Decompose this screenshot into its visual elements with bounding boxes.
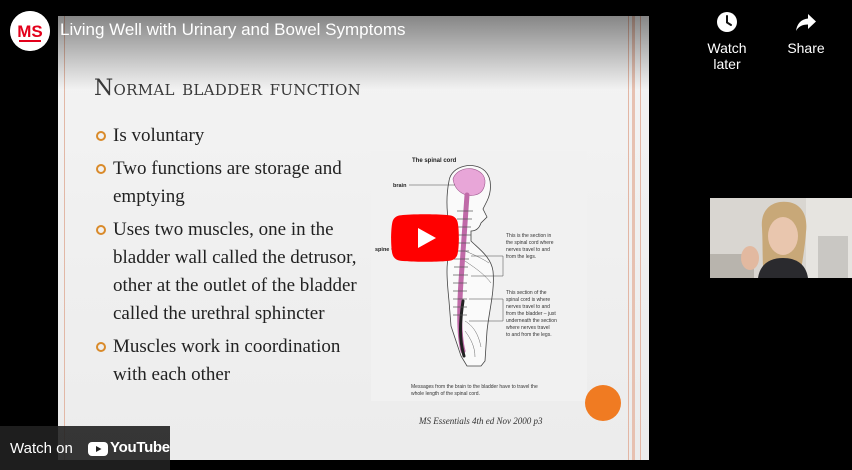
diagram-note-2: from the bladder – just: [506, 311, 556, 317]
slide-decoration-circle: [585, 385, 621, 421]
channel-avatar[interactable]: MS: [10, 11, 50, 51]
diagram-footer: whole length of the spinal cord.: [411, 391, 480, 397]
bullet-icon: [96, 342, 106, 352]
watch-later-label: Watch later: [707, 40, 747, 72]
diagram-note-2: underneath the section: [506, 318, 557, 324]
bullet-text: Two functions are storage and emptying: [113, 158, 342, 207]
bullet-icon: [96, 131, 106, 141]
presenter-webcam: [710, 198, 852, 278]
clock-icon: [717, 12, 737, 32]
label-brain: brain: [393, 183, 407, 189]
diagram-note-1: the spinal cord where: [506, 240, 554, 246]
diagram-footer: Messages from the brain to the bladder h…: [411, 384, 538, 390]
bullet-item: Two functions are storage and emptying: [96, 155, 372, 211]
player-top-bar: MS Living Well with Urinary and Bowel Sy…: [0, 0, 852, 90]
spinal-cord-lower: [459, 299, 466, 358]
youtube-play-icon: [88, 442, 108, 456]
diagram-note-2: spinal cord is where: [506, 297, 550, 303]
diagram-note-2: This section of the: [506, 290, 547, 296]
diagram-note-1: This is the section in: [506, 233, 552, 239]
brain-shape: [452, 168, 486, 196]
spinal-cord-diagram: The spinal cord brain spine: [371, 151, 587, 401]
slide-border-right: [628, 16, 629, 460]
slide-citation: MS Essentials 4th ed Nov 2000 p3: [419, 416, 543, 426]
diagram-heading: The spinal cord: [412, 158, 457, 164]
diagram-note-1: nerves travel to and: [506, 247, 550, 253]
bullet-icon: [96, 164, 106, 174]
diagram-note-1: from the legs.: [506, 254, 536, 260]
svg-text:MS: MS: [17, 22, 43, 41]
watch-on-label: Watch on: [10, 440, 73, 457]
bullet-text: Is voluntary: [113, 125, 205, 146]
share-label: Share: [787, 40, 825, 56]
bullet-item: Muscles work in coordination with each o…: [96, 333, 372, 389]
label-spine: spine: [375, 247, 389, 253]
watch-later-button[interactable]: Watch later: [692, 10, 762, 72]
bullet-icon: [96, 225, 106, 235]
bullet-text: Uses two muscles, one in the bladder wal…: [113, 219, 357, 324]
slide-border-left: [64, 16, 65, 460]
ms-society-logo-icon: MS: [10, 11, 50, 51]
bullet-list: Is voluntary Two functions are storage a…: [96, 122, 372, 394]
bullet-text: Muscles work in coordination with each o…: [113, 336, 341, 385]
diagram-note-2: to and from the legs.: [506, 332, 552, 338]
youtube-logo: YouTube: [88, 439, 170, 459]
play-button-icon[interactable]: [391, 214, 459, 262]
share-button[interactable]: Share: [771, 10, 841, 56]
video-title[interactable]: Living Well with Urinary and Bowel Sympt…: [60, 20, 406, 39]
share-arrow-icon: [796, 14, 816, 31]
watch-on-youtube-button[interactable]: Watch on YouTube: [0, 426, 170, 470]
slide-border-right: [632, 16, 635, 460]
bullet-item: Is voluntary: [96, 122, 372, 150]
slide-border-right: [640, 16, 641, 460]
bullet-item: Uses two muscles, one in the bladder wal…: [96, 216, 372, 328]
presentation-slide: Normal bladder function Is voluntary Two…: [58, 16, 649, 460]
diagram-note-2: where nerves travel: [506, 325, 550, 331]
diagram-note-2: nerves travel to and: [506, 304, 550, 310]
youtube-wordmark: YouTube: [110, 439, 170, 456]
